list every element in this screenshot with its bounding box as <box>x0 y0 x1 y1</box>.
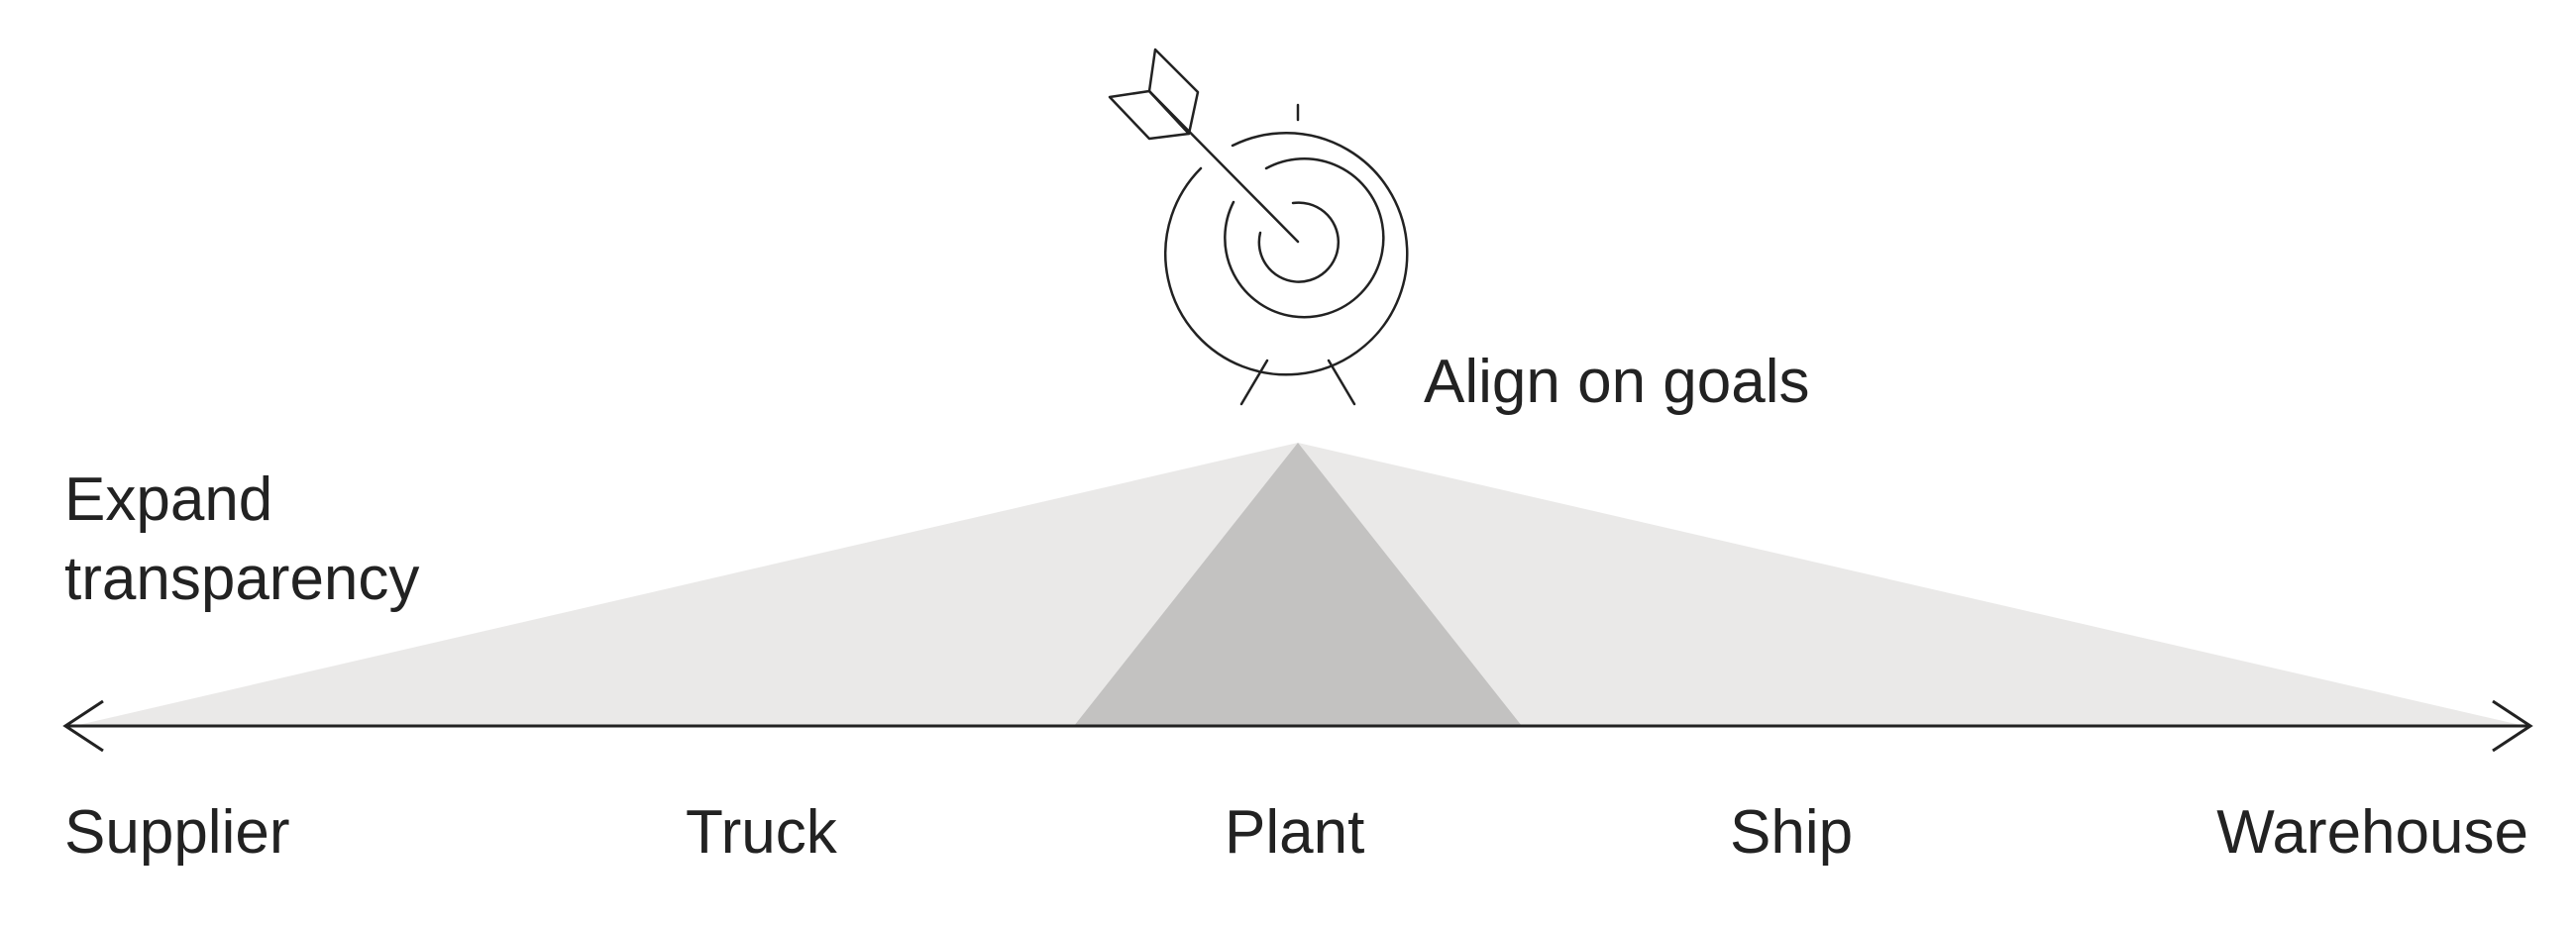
goals-triangle <box>1074 443 1522 726</box>
expand-transparency-line-2: transparency <box>64 545 420 613</box>
stage-label-truck: Truck <box>686 798 837 867</box>
expand-transparency-line-1: Expand <box>64 465 273 534</box>
arrow-right-icon <box>2492 699 2533 753</box>
stage-label-warehouse: Warehouse <box>2216 798 2528 867</box>
stage-label-supplier: Supplier <box>64 798 290 867</box>
target-with-arrow-icon <box>1108 48 1409 406</box>
stage-label-ship: Ship <box>1730 798 1854 867</box>
expand-transparency-label: Expand transparency <box>64 461 580 619</box>
arrow-left-icon <box>62 699 104 753</box>
stage-label-plant: Plant <box>1225 798 1365 867</box>
align-on-goals-label: Align on goals <box>1424 348 1810 416</box>
